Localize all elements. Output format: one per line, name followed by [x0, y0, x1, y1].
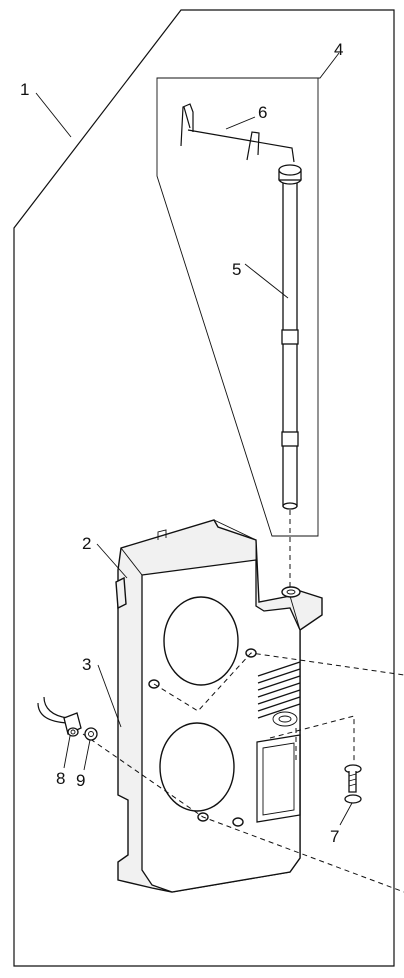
- washer: [84, 727, 98, 741]
- lower-window: [256, 711, 301, 823]
- screw-7-alignment: [269, 715, 355, 764]
- lower-screw-alignment: [82, 733, 404, 893]
- thread-stand-boundary-outline: [156, 77, 319, 537]
- leader-6: [225, 116, 256, 130]
- leader-4: [296, 52, 340, 79]
- upper-screw-alignment: [153, 652, 404, 712]
- thread-guide-wire: [180, 103, 295, 163]
- leader-3: [97, 664, 122, 728]
- upper-opening: [163, 596, 239, 686]
- vent-slots: [257, 661, 301, 719]
- leader-5: [244, 263, 289, 299]
- part-number-5: 5: [232, 260, 241, 279]
- leader-9: [83, 739, 91, 771]
- assembly-boundary-outline: [13, 9, 395, 967]
- screw-hole-lower-right: [232, 817, 244, 827]
- leader-2: [96, 543, 128, 579]
- leader-8: [63, 735, 71, 769]
- leader-1: [35, 92, 72, 138]
- part-number-4: 4: [334, 40, 343, 59]
- lamp-socket: [37, 696, 82, 737]
- screw: [344, 764, 362, 804]
- part-number-8: 8: [56, 769, 65, 788]
- leader-7: [339, 802, 353, 826]
- part-number-2: 2: [82, 534, 91, 553]
- part-number-3: 3: [82, 655, 91, 674]
- rear-cover-panel: [115, 519, 323, 893]
- part-number-6: 6: [258, 103, 267, 122]
- part-number-1: 1: [20, 80, 29, 99]
- part-number-7: 7: [330, 827, 339, 846]
- lower-opening: [159, 722, 235, 812]
- part-number-9: 9: [76, 771, 85, 790]
- spool-pin: [278, 164, 302, 510]
